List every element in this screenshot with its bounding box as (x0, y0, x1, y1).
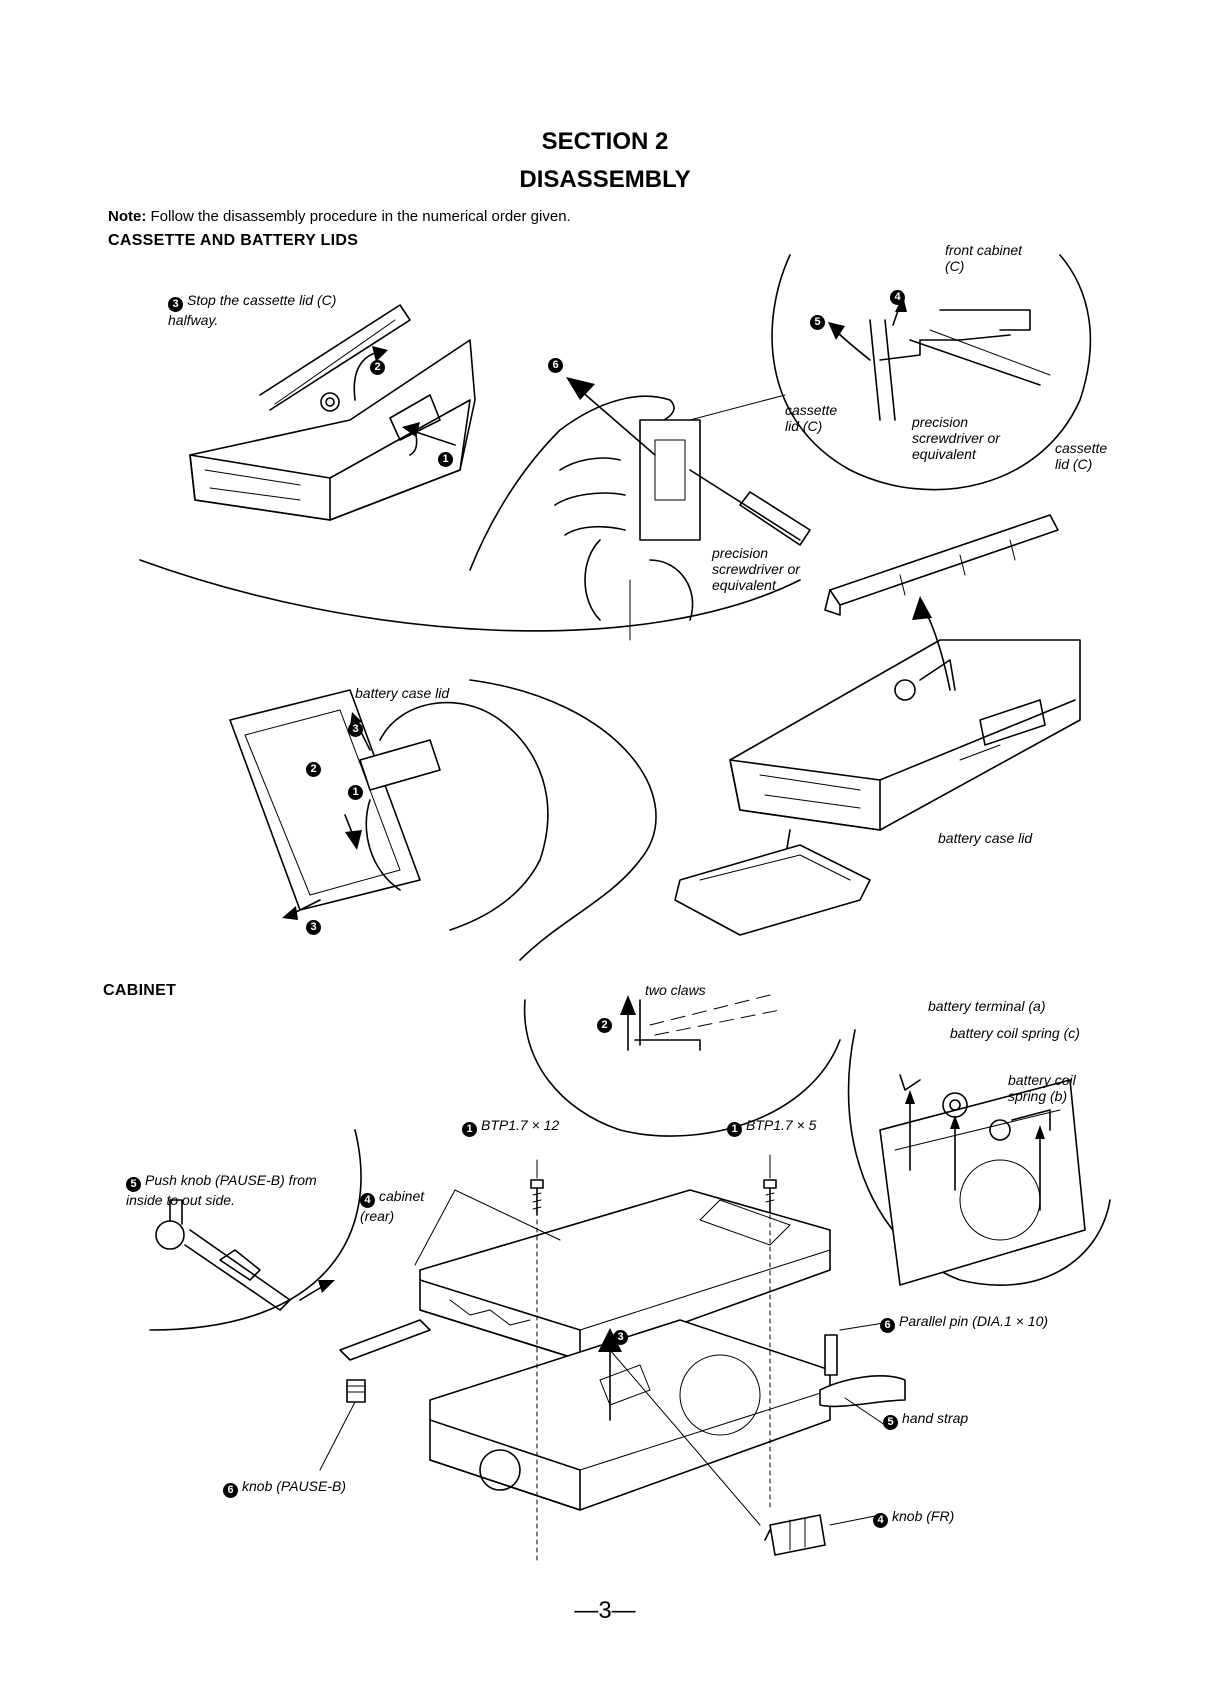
note-line: Note: Follow the disassembly procedure i… (108, 208, 571, 225)
hand-with-screwdriver (469, 395, 811, 641)
battery-lid-hand (229, 689, 549, 931)
heading-cassette-battery-lids: CASSETTE AND BATTERY LIDS (108, 232, 359, 249)
screw-step-1-icon: 1 (462, 1122, 477, 1137)
label-screwdriver-detail: precision screwdriver or equivalent (912, 414, 1000, 462)
heading-cabinet: CABINET (103, 982, 177, 999)
battery-step-3-icon: 3 (348, 722, 363, 737)
divider-curve-upper (139, 559, 801, 632)
step-5-icon: 5 (810, 315, 825, 330)
label-battery-coil-spring-c: battery coil spring (c) (950, 1025, 1080, 1041)
cabinet-rear (419, 1189, 831, 1361)
step-6-icon: 6 (548, 358, 563, 373)
knob-detail (155, 1199, 291, 1311)
step-2-icon: 2 (370, 360, 385, 375)
detail-circle (771, 254, 1092, 491)
battery-step-1-icon: 1 (348, 785, 363, 800)
battery-step-3b-icon: 3 (306, 920, 321, 935)
claw-detail-arc (523, 999, 841, 1137)
label-battery-case-lid-left: battery case lid (355, 685, 450, 701)
page-title: DISASSEMBLY (519, 166, 691, 193)
unit-topleft (189, 304, 476, 521)
label-front-cabinet: front cabinet (C) (945, 242, 1023, 274)
screw-left (530, 1179, 544, 1216)
note-text: Follow the disassembly procedure in the … (150, 208, 571, 225)
label-screwdriver-hand: precision screwdriver or equivalent (712, 545, 800, 593)
screw-right (763, 1179, 777, 1213)
detail-lid (869, 309, 1051, 421)
step-4-icon: 4 (890, 290, 905, 305)
knob-step-6-icon: 6 (223, 1483, 238, 1498)
divider-curve-lower (469, 679, 657, 961)
label-two-claws: two claws (645, 982, 706, 998)
spring-detail-arc (847, 1029, 1111, 1286)
label-battery-coil-spring-b: battery coil spring (b) (1008, 1072, 1076, 1104)
chassis (429, 1319, 831, 1511)
page-number: —3— (574, 1597, 636, 1624)
step-1-icon: 1 (438, 452, 453, 467)
section-number: SECTION 2 (541, 128, 669, 155)
claw-step-2-icon: 2 (597, 1018, 612, 1033)
label-cassette-lid-detail: cassette lid (C) (785, 402, 838, 434)
label-cassette-lid-right: cassette lid (C) (1055, 440, 1108, 472)
cabinet-step-4-icon: 4 (360, 1193, 375, 1208)
strap-step-5-icon: 5 (883, 1415, 898, 1430)
unit-right (729, 514, 1081, 831)
pin-step-6-icon: 6 (880, 1318, 895, 1333)
push-step-5-icon: 5 (126, 1177, 141, 1192)
screw-right-step-1-icon: 1 (727, 1122, 742, 1137)
label-battery-terminal: battery terminal (a) (928, 998, 1046, 1014)
knob-detail-arc (149, 1129, 362, 1331)
knob-fr-step-4-icon: 4 (873, 1513, 888, 1528)
battery-step-2-icon: 2 (306, 762, 321, 777)
cabinet-step-3-icon: 3 (613, 1330, 628, 1345)
label-battery-case-lid-right: battery case lid (938, 830, 1033, 846)
step-3-icon: 3 (168, 297, 183, 312)
note-label: Note: (108, 208, 147, 225)
